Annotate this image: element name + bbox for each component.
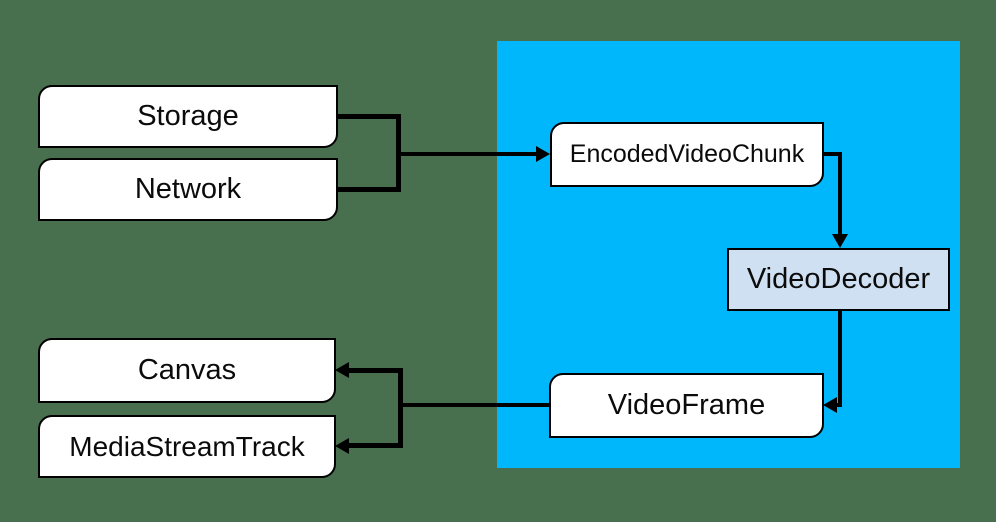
- video-decoder-label: VideoDecoder: [746, 263, 931, 295]
- arrowhead-into-decoder-icon: [832, 234, 848, 248]
- connector-network-stub: [337, 187, 400, 192]
- network-label: Network: [134, 173, 242, 205]
- storage-label: Storage: [137, 100, 239, 132]
- encoded-video-chunk-label: EncodedVideoChunk: [569, 140, 805, 168]
- connector-sinks-split: [398, 368, 403, 448]
- connector-chunk-to-decoder: [838, 152, 842, 235]
- connector-storage-stub: [337, 114, 400, 119]
- canvas-label: Canvas: [137, 354, 237, 386]
- connector-sources-to-chunk: [400, 152, 537, 156]
- encoded-video-chunk-node: EncodedVideoChunk: [550, 122, 824, 187]
- arrowhead-into-frame-icon: [823, 397, 837, 413]
- connector-canvas-stub: [349, 368, 398, 373]
- canvas-node: Canvas: [38, 338, 336, 403]
- arrowhead-into-canvas-icon: [335, 362, 349, 378]
- network-node: Network: [38, 158, 338, 221]
- connector-frame-to-sinks: [402, 403, 549, 407]
- video-frame-label: VideoFrame: [607, 389, 766, 421]
- video-frame-node: VideoFrame: [549, 373, 824, 438]
- connector-decoder-to-frame: [838, 310, 842, 407]
- connector-sources-merge: [396, 114, 401, 192]
- media-stream-track-node: MediaStreamTrack: [38, 415, 336, 478]
- connector-chunk-out-stub: [823, 152, 842, 156]
- media-stream-track-label: MediaStreamTrack: [69, 430, 305, 462]
- video-decoder-node: VideoDecoder: [727, 248, 950, 311]
- arrowhead-into-chunk-icon: [536, 146, 550, 162]
- storage-node: Storage: [38, 85, 338, 148]
- connector-decoder-out-stub: [836, 403, 842, 407]
- connector-mst-stub: [349, 443, 398, 448]
- arrowhead-into-mst-icon: [335, 438, 349, 454]
